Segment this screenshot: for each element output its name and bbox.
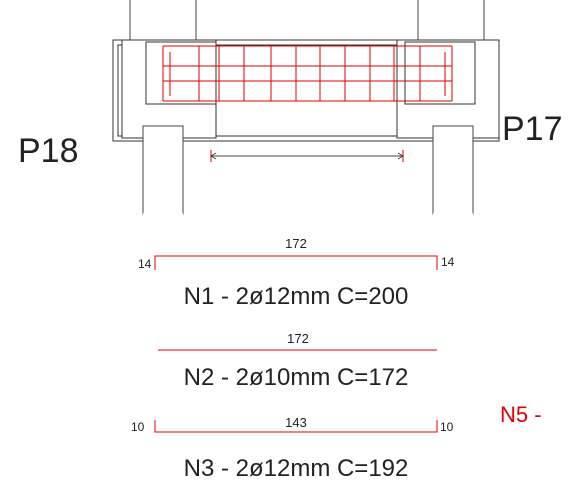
column-p18-lower	[142, 125, 184, 215]
pillar-label-right: P17	[502, 110, 563, 148]
rebar-cage	[162, 45, 453, 102]
bar-n5-partial-label: N5 -	[500, 402, 542, 427]
upper-columns	[129, 0, 485, 40]
bar-n2-caption: N2 - 2ø10mm C=172	[184, 364, 409, 391]
bar-n3-schedule: 143 10 10 N3 - 2ø12mm C=192	[131, 415, 454, 482]
bar-n3-hook-left-label: 10	[131, 420, 145, 434]
bar-n3-hook-right-label: 10	[440, 420, 454, 434]
bar-n2-length-label: 172	[287, 331, 309, 346]
bar-n3-caption: N3 - 2ø12mm C=192	[184, 455, 409, 482]
span-dimension	[210, 150, 404, 162]
span-arrow-left	[210, 152, 217, 160]
bar-n3-length-label: 143	[285, 415, 307, 430]
bar-n2-schedule: 172 N2 - 2ø10mm C=172	[158, 331, 437, 391]
pillar-label-left: P18	[18, 132, 79, 170]
bar-n1-hook-left-label: 14	[138, 257, 152, 271]
span-arrow-right	[397, 152, 404, 160]
bar-n1-length-label: 172	[285, 236, 307, 251]
column-p17-lower	[432, 125, 474, 215]
bar-n3-shape	[154, 420, 438, 433]
bar-n1-caption: N1 - 2ø12mm C=200	[184, 283, 409, 310]
lower-columns	[142, 125, 474, 215]
bar-n1-shape	[154, 255, 438, 270]
pillar-p17-head-inner	[404, 41, 476, 105]
pillar-p18-head-inner	[145, 41, 217, 105]
bar-n1-hook-right-label: 14	[441, 255, 455, 269]
bar-n1-schedule: 172 14 14 N1 - 2ø12mm C=200	[138, 236, 455, 310]
pillar-heads	[121, 39, 500, 139]
